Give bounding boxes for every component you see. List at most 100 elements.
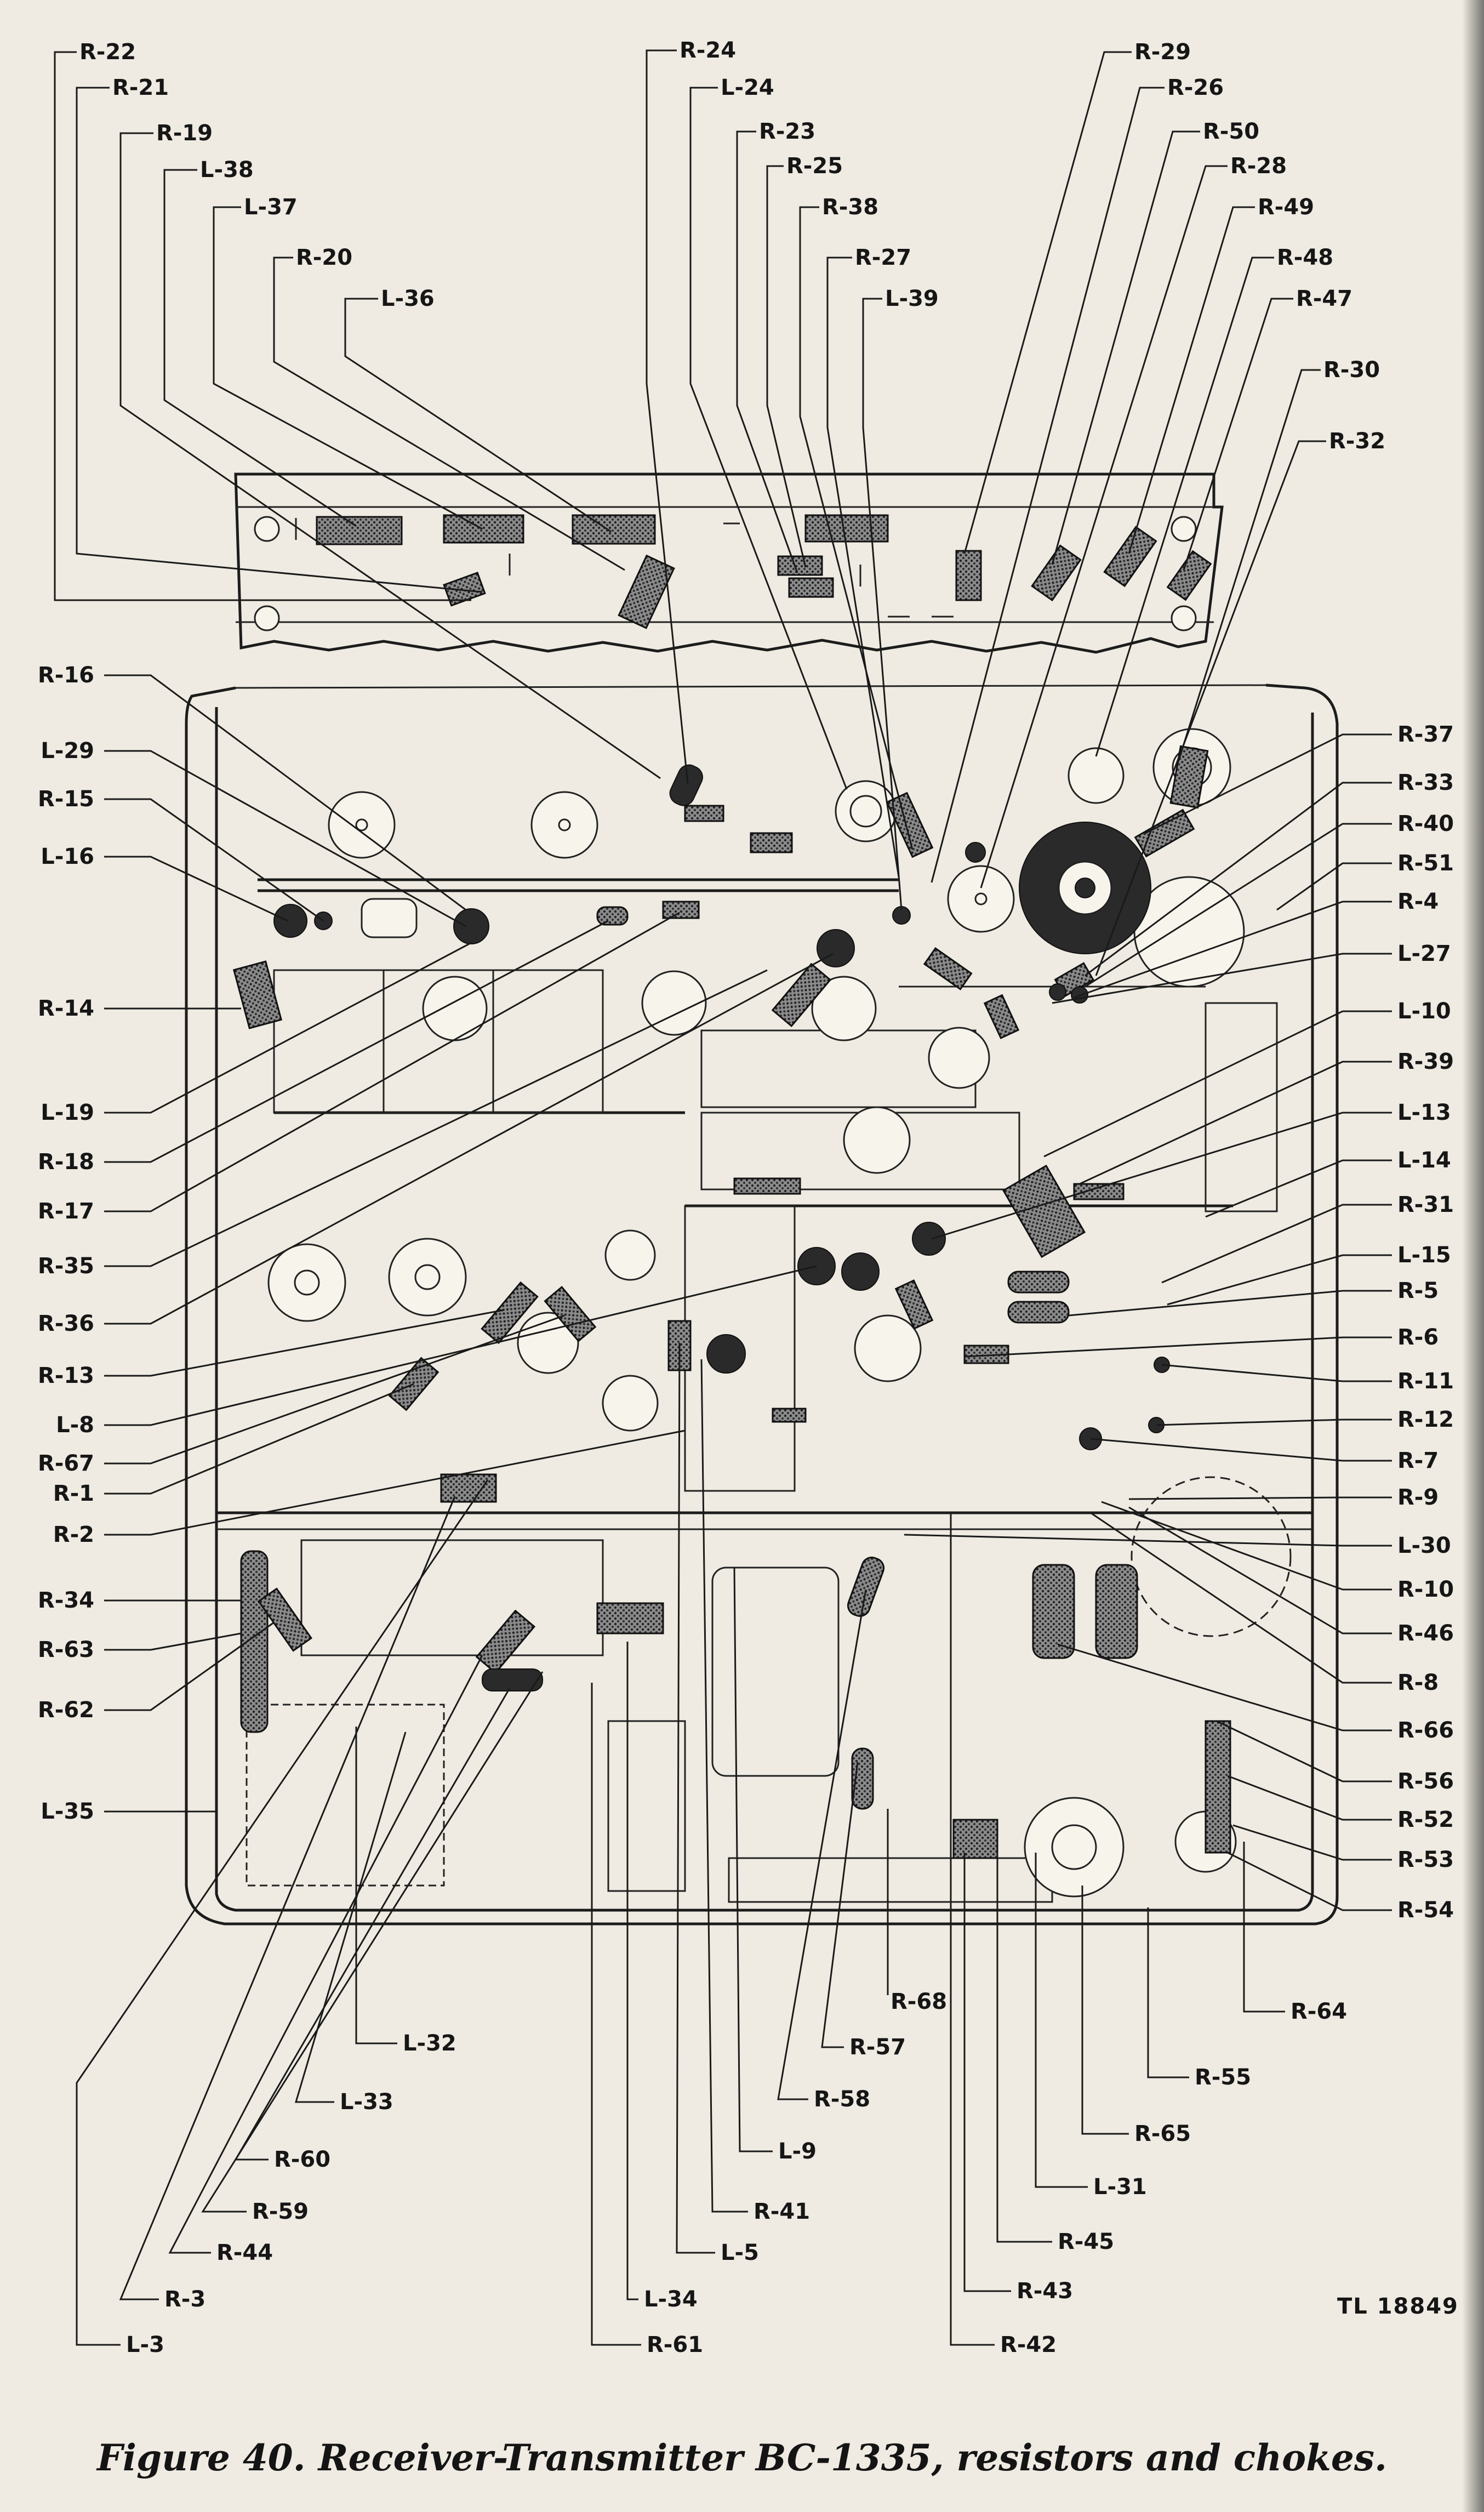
label-r-46: R-46	[1397, 1621, 1454, 1646]
label-r-13: R-13	[38, 1363, 94, 1388]
label-r-53: R-53	[1397, 1847, 1454, 1872]
leader-lines-right	[904, 733, 1392, 2013]
label-r-21: R-21	[112, 75, 169, 100]
label-r-18: R-18	[38, 1149, 94, 1175]
label-l-15: L-15	[1397, 1243, 1451, 1268]
label-r-16: R-16	[38, 663, 94, 688]
label-r-19: R-19	[156, 121, 213, 146]
label-r-61: R-61	[647, 2332, 703, 2357]
label-r-34: R-34	[38, 1588, 94, 1613]
label-r-26: R-26	[1167, 75, 1224, 100]
label-r-63: R-63	[38, 1637, 94, 1662]
label-r-57: R-57	[849, 2035, 906, 2060]
label-r-41: R-41	[754, 2199, 810, 2224]
label-l-31: L-31	[1093, 2174, 1147, 2200]
label-l-30: L-30	[1397, 1533, 1451, 1558]
label-l-36: L-36	[381, 286, 435, 311]
label-r-27: R-27	[855, 245, 911, 270]
label-l-32: L-32	[403, 2031, 456, 2056]
page-binding-shadow	[1462, 0, 1484, 2512]
label-r-15: R-15	[38, 787, 94, 812]
label-r-35: R-35	[38, 1254, 94, 1279]
label-r-39: R-39	[1397, 1049, 1454, 1074]
label-r-28: R-28	[1230, 153, 1287, 179]
label-r-25: R-25	[786, 153, 843, 179]
label-l-27: L-27	[1397, 941, 1451, 966]
label-r-31: R-31	[1397, 1192, 1454, 1217]
label-r-23: R-23	[759, 119, 815, 144]
label-r-37: R-37	[1397, 722, 1454, 747]
label-r-47: R-47	[1296, 286, 1352, 311]
label-r-40: R-40	[1397, 811, 1454, 836]
top-labels: R-22 R-21 R-19 L-38 L-37 R-20 L-36 R-24 …	[79, 38, 1385, 454]
label-r-7: R-7	[1397, 1448, 1439, 1473]
label-r-9: R-9	[1397, 1485, 1439, 1510]
label-l-29: L-29	[41, 738, 94, 764]
label-l-34: L-34	[644, 2287, 698, 2312]
label-l-37: L-37	[244, 195, 298, 220]
label-r-42: R-42	[1000, 2332, 1057, 2357]
left-labels: R-16 L-29 R-15 L-16 R-14 L-19 R-18 R-17 …	[38, 663, 94, 1824]
leader-lines-left	[104, 674, 834, 1813]
main-chassis	[185, 683, 1339, 1926]
label-l-8: L-8	[56, 1412, 94, 1438]
label-r-64: R-64	[1291, 1999, 1347, 2024]
label-r-36: R-36	[38, 1311, 94, 1336]
label-r-29: R-29	[1134, 39, 1191, 65]
label-r-5: R-5	[1397, 1278, 1439, 1303]
label-r-54: R-54	[1397, 1898, 1454, 1923]
label-l-35: L-35	[41, 1799, 94, 1824]
leader-lines	[54, 49, 1326, 976]
label-r-38: R-38	[822, 195, 878, 220]
label-l-38: L-38	[200, 157, 254, 183]
label-r-45: R-45	[1058, 2229, 1114, 2254]
label-r-56: R-56	[1397, 1769, 1454, 1794]
label-l-39: L-39	[885, 286, 939, 311]
label-r-10: R-10	[1397, 1577, 1454, 1602]
label-l-16: L-16	[41, 844, 94, 869]
label-r-48: R-48	[1277, 245, 1333, 270]
label-l-33: L-33	[340, 2089, 393, 2115]
right-labels: R-37 R-33 R-40 R-51 R-4 L-27 L-10 R-39 L…	[1291, 722, 1454, 2024]
leader-lines-bottom	[76, 1342, 1189, 2346]
label-r-12: R-12	[1397, 1407, 1454, 1432]
label-r-59: R-59	[252, 2199, 309, 2224]
label-r-24: R-24	[680, 38, 736, 63]
label-r-20: R-20	[296, 245, 352, 270]
label-r-60: R-60	[274, 2147, 330, 2172]
label-r-33: R-33	[1397, 770, 1454, 795]
label-r-6: R-6	[1397, 1325, 1439, 1350]
label-r-14: R-14	[38, 996, 94, 1021]
label-r-55: R-55	[1195, 2065, 1251, 2090]
tl-reference-number: TL 18849	[1337, 2294, 1459, 2319]
label-l-19: L-19	[41, 1100, 94, 1125]
label-l-9: L-9	[778, 2139, 817, 2164]
label-r-44: R-44	[216, 2240, 273, 2265]
label-r-67: R-67	[38, 1451, 94, 1476]
label-r-43: R-43	[1017, 2279, 1073, 2304]
label-r-4: R-4	[1397, 889, 1439, 914]
label-r-49: R-49	[1258, 195, 1314, 220]
label-r-11: R-11	[1397, 1369, 1454, 1394]
label-r-66: R-66	[1397, 1718, 1454, 1743]
label-r-17: R-17	[38, 1199, 94, 1224]
label-r-8: R-8	[1397, 1670, 1439, 1695]
upper-terminal-strip	[234, 472, 1224, 654]
figure-caption: Figure 40. Receiver-Transmitter BC-1335,…	[97, 2436, 1387, 2479]
bottom-labels: R-68 R-57 R-58 L-9 R-41 L-5 L-34 R-61 R-…	[126, 1989, 1251, 2357]
label-r-1: R-1	[53, 1481, 94, 1506]
label-r-62: R-62	[38, 1698, 94, 1723]
label-l-5: L-5	[721, 2240, 759, 2265]
label-r-65: R-65	[1134, 2121, 1191, 2146]
label-l-10: L-10	[1397, 999, 1451, 1024]
label-l-14: L-14	[1397, 1148, 1451, 1173]
label-l-13: L-13	[1397, 1100, 1451, 1125]
label-r-3: R-3	[164, 2287, 206, 2312]
label-r-2: R-2	[53, 1522, 94, 1547]
label-r-58: R-58	[814, 2087, 870, 2112]
label-r-52: R-52	[1397, 1807, 1454, 1832]
label-l-3: L-3	[126, 2332, 164, 2357]
label-l-24: L-24	[721, 75, 774, 100]
